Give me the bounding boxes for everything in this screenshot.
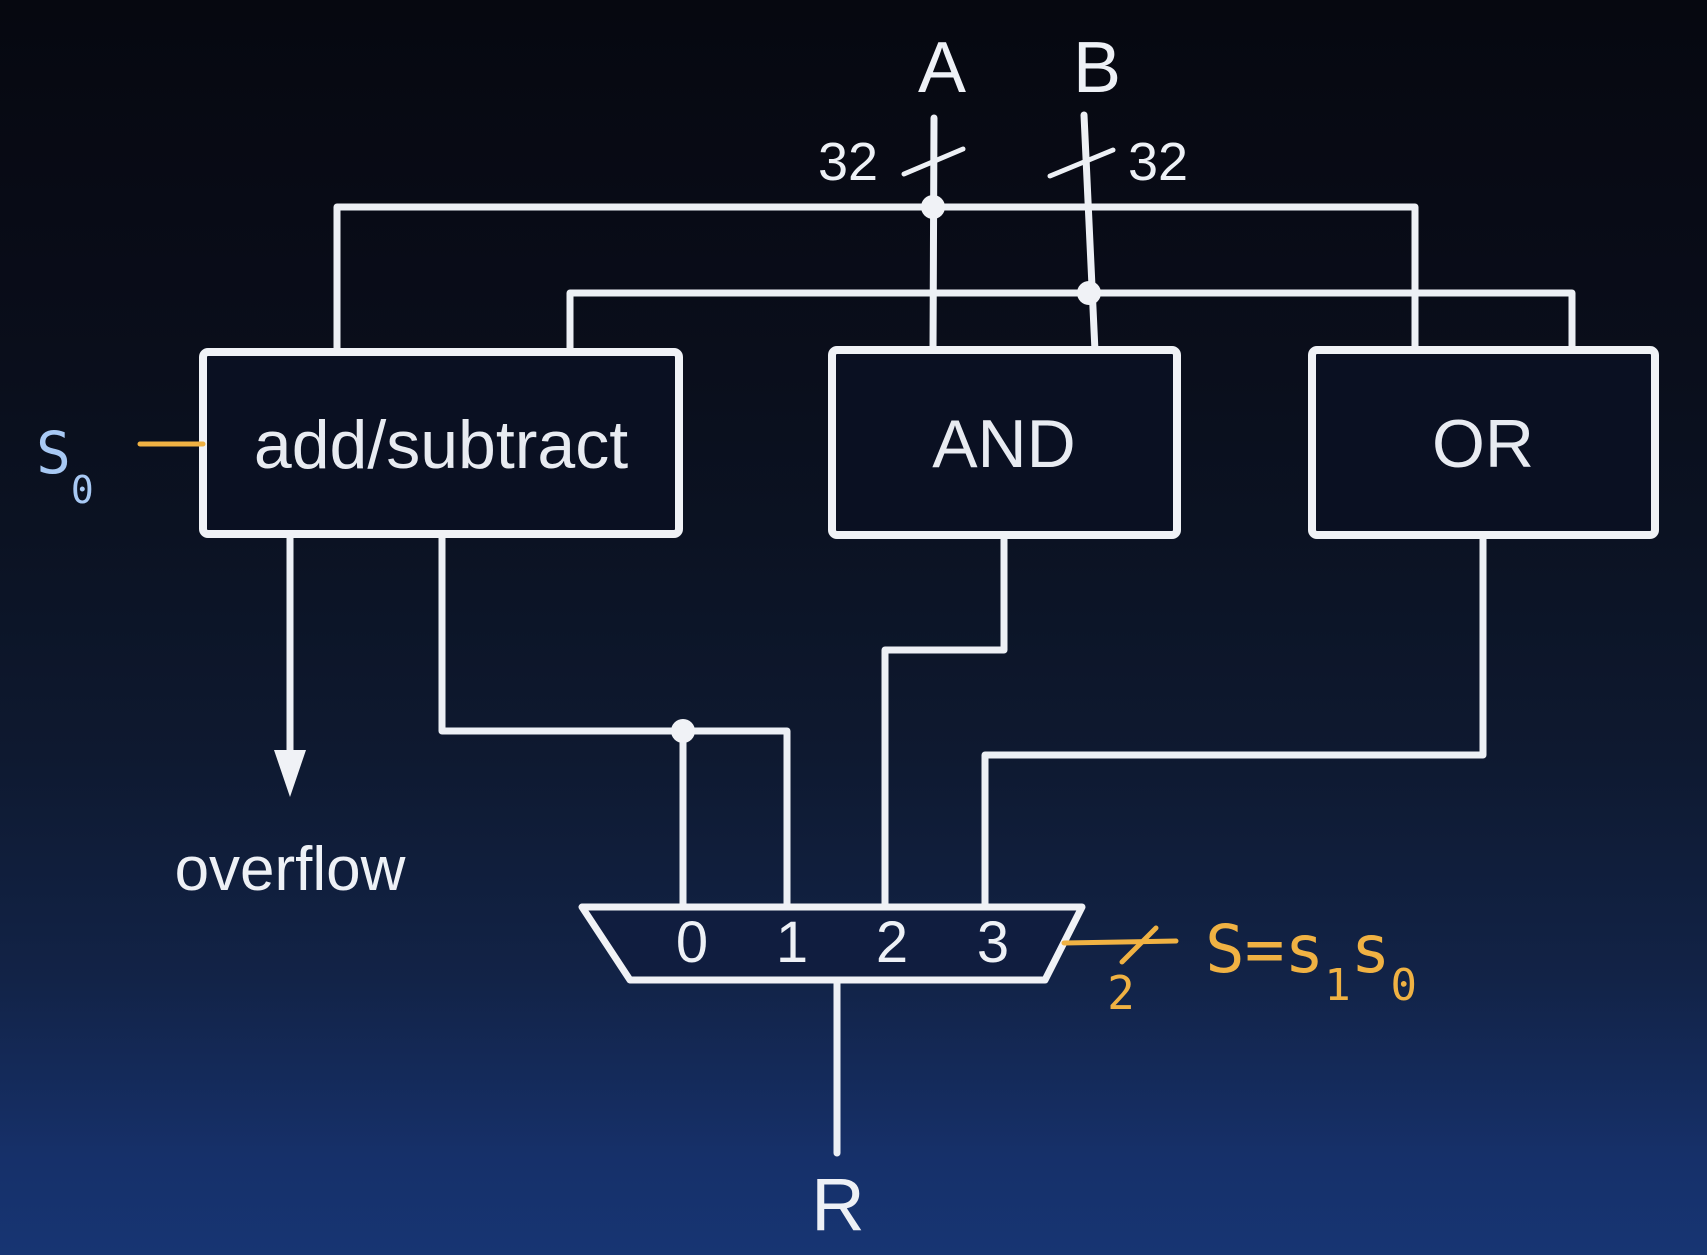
and-block	[828, 346, 1181, 539]
bus-width-slash-b	[1047, 147, 1116, 179]
overflow-label: overflow	[175, 835, 406, 904]
select-s0-subscript: 0	[71, 468, 94, 512]
select-expr-label: S=s1s0	[1205, 911, 1417, 1011]
wire-and-to-mux2	[881, 531, 1008, 911]
wire-input-b	[1080, 111, 1099, 355]
junction-dot-mux0	[671, 719, 695, 743]
junction-dot-b	[1077, 281, 1101, 305]
select-s0-main: S	[36, 419, 71, 487]
wire-addsub-to-mux1	[438, 531, 791, 911]
wire-input-a	[929, 114, 938, 355]
bus-a-rail	[333, 203, 1419, 357]
result-label: R	[811, 1163, 864, 1246]
select-s0-label: S0	[36, 419, 94, 512]
bus-width-a-label: 32	[818, 132, 878, 192]
select-expr-sub1: 1	[1324, 960, 1351, 1011]
mux-port-3-label: 3	[977, 910, 1009, 975]
overflow-arrowhead-icon	[274, 750, 306, 797]
mux-port-1-label: 1	[776, 910, 808, 975]
mux-port-2-label: 2	[876, 910, 908, 975]
input-b-label: B	[1073, 28, 1121, 108]
and-label: AND	[932, 406, 1076, 482]
select-expr-part2: s	[1351, 911, 1391, 988]
select-width-slash	[1119, 925, 1159, 965]
junction-dot-a	[921, 195, 945, 219]
or-label: OR	[1432, 406, 1534, 482]
select-s-wire	[1061, 938, 1179, 946]
mux-body	[578, 903, 1086, 984]
addsub-label: add/subtract	[254, 407, 628, 483]
input-a-label: A	[918, 28, 966, 108]
bus-width-slash-a	[901, 146, 966, 177]
bus-width-b-label: 32	[1128, 132, 1188, 192]
wire-or-to-mux3	[981, 531, 1487, 911]
select-width-label: 2	[1107, 966, 1135, 1020]
bus-b-rail	[566, 289, 1576, 357]
select-expr-sub2: 0	[1390, 960, 1417, 1011]
select-expr-part1: S=s	[1205, 911, 1324, 988]
or-block	[1308, 346, 1659, 539]
mux-port-0-label: 0	[676, 910, 708, 975]
